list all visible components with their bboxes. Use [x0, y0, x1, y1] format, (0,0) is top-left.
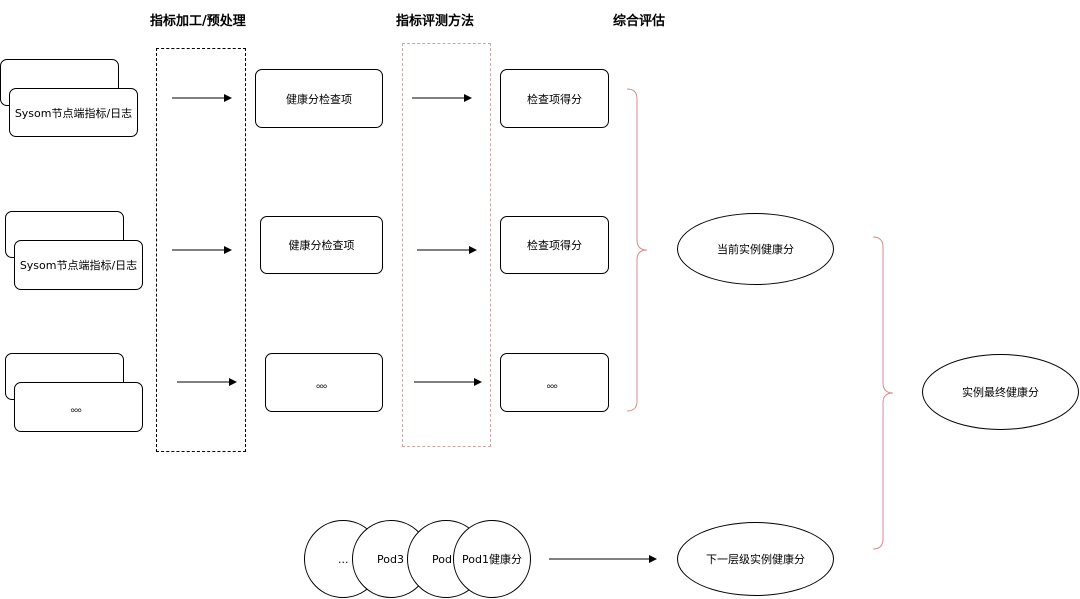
pod-circle-pod1: Pod1健康分 [453, 520, 531, 598]
header-preprocess: 指标加工/预处理 [150, 14, 246, 29]
score-item-3: 。。。 [500, 353, 609, 412]
brace-instances [872, 236, 894, 550]
source-card-1: Sysom节点端指标/日志 [9, 88, 138, 137]
source-card-3: 。。。 [14, 382, 143, 432]
header-evaluation: 指标评测方法 [396, 14, 475, 29]
health-check-item-1: 健康分检查项 [255, 69, 383, 128]
final-instance-score: 实例最终健康分 [922, 354, 1079, 430]
brace-scores [626, 88, 648, 412]
score-item-1: 检查项得分 [500, 69, 609, 128]
lower-instance-score: 下一层级实例健康分 [677, 522, 834, 596]
health-check-item-3: 。。。 [265, 353, 383, 412]
current-instance-score: 当前实例健康分 [677, 213, 834, 285]
header-comprehensive: 综合评估 [613, 14, 666, 29]
score-item-2: 检查项得分 [500, 216, 609, 274]
source-card-2: Sysom节点端指标/日志 [14, 240, 143, 290]
preprocess-stage-box [156, 48, 246, 452]
evaluation-stage-box [402, 43, 491, 447]
health-check-item-2: 健康分检查项 [260, 216, 383, 274]
